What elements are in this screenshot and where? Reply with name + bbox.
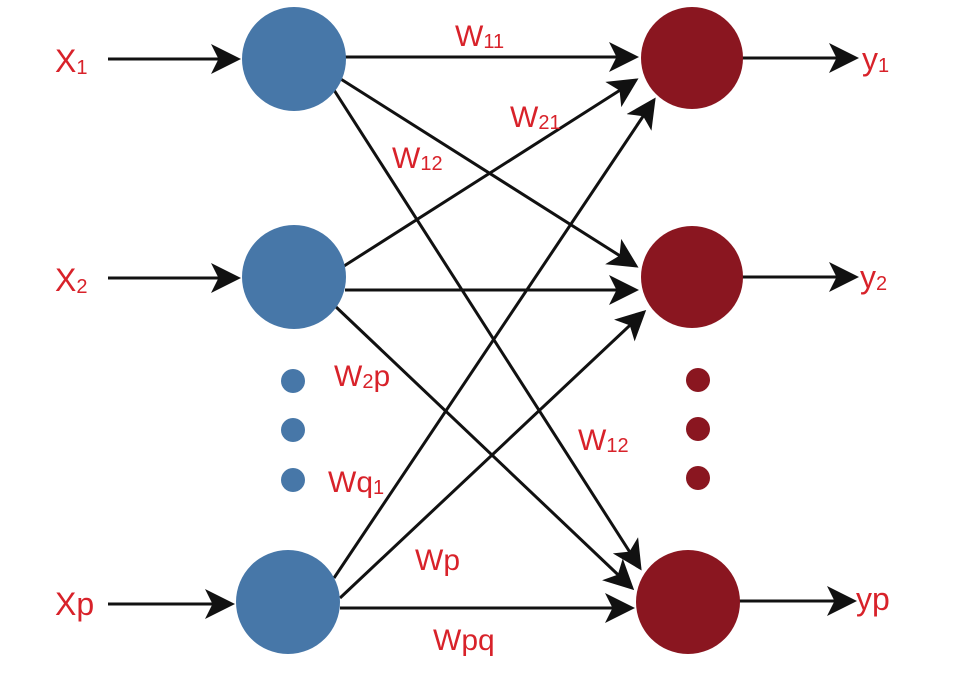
edge-2-p <box>333 304 635 591</box>
edge-2-1 <box>343 78 639 268</box>
weight-label-w11: W11 <box>455 20 504 53</box>
input-label-xp: Xp <box>55 586 94 622</box>
output-ellipsis-dot <box>686 368 710 392</box>
input-layer <box>236 7 346 654</box>
weight-label-w12-bottom: W12 <box>578 424 629 457</box>
input-label-x2: X2 <box>55 262 87 298</box>
input-node-1 <box>242 7 346 111</box>
weight-labels: W11 W21 W12 W2p Wq1 W12 Wp Wpq <box>328 20 629 657</box>
output-node-p <box>636 550 740 654</box>
input-node-p <box>236 550 340 654</box>
weight-label-w21: W21 <box>510 101 561 134</box>
input-label-x1: X1 <box>55 43 87 79</box>
weight-label-w2p: W2p <box>334 360 390 393</box>
edges <box>108 42 859 623</box>
input-ellipsis-dot <box>281 418 305 442</box>
edge-p-2 <box>338 309 647 600</box>
output-ellipsis-dot <box>686 466 710 490</box>
edge-p-1 <box>332 97 656 579</box>
output-node-2 <box>641 226 743 328</box>
input-node-2 <box>242 225 346 329</box>
output-labels: y1 y2 yp <box>856 41 890 617</box>
output-ellipsis-dot <box>686 417 710 441</box>
output-node-1 <box>641 7 743 109</box>
input-ellipsis-dot <box>281 369 305 393</box>
weight-label-wq1: Wq1 <box>328 466 384 499</box>
output-label-y1: y1 <box>862 41 889 77</box>
edge-1-2 <box>335 74 639 268</box>
weight-label-wp: Wp <box>415 544 460 577</box>
input-labels: X1 X2 Xp <box>55 43 94 622</box>
output-label-yp: yp <box>856 581 890 617</box>
output-label-y2: y2 <box>860 259 887 295</box>
weight-label-w12-top: W12 <box>392 142 443 175</box>
input-ellipsis-dot <box>281 468 305 492</box>
output-layer <box>636 7 743 654</box>
weight-label-wpq: Wpq <box>433 624 495 657</box>
edge-1-p <box>332 89 642 571</box>
